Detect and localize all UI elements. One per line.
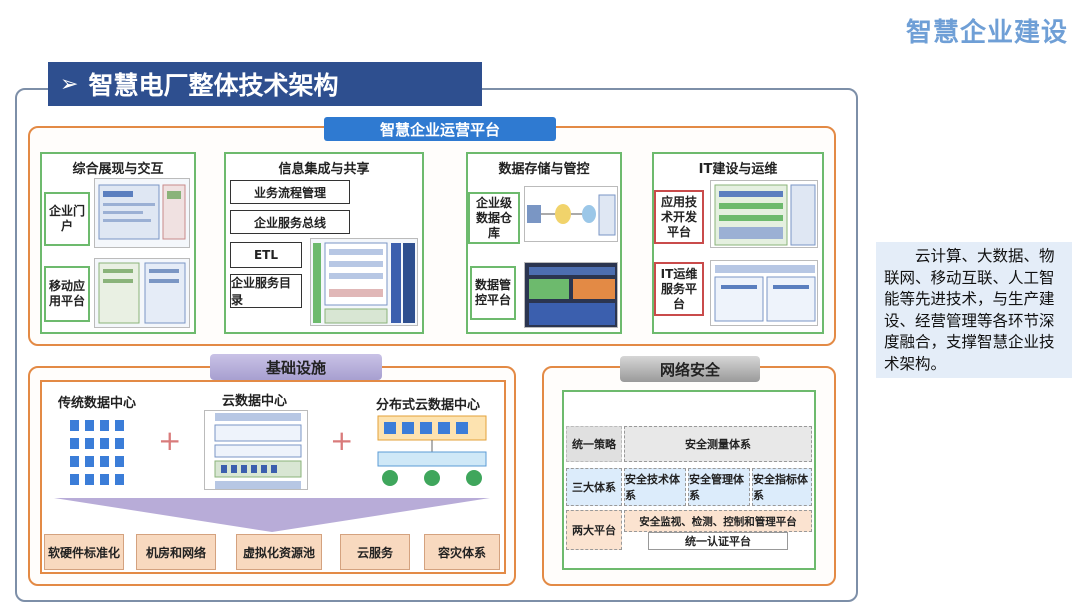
- cloud-dc-label: 云数据中心: [222, 394, 288, 409]
- mobile-app-platform: 移动应用平台: [44, 266, 90, 322]
- panel-title: 数据存储与管控: [498, 162, 590, 177]
- portal-screenshot: [94, 178, 190, 248]
- infra-item-virtualization: 虚拟化资源池: [236, 534, 322, 570]
- security-monitoring-platform: 安全监视、检测、控制和管理平台: [624, 510, 812, 532]
- infra-title: 基础设施: [210, 354, 382, 380]
- bpm-box: 业务流程管理: [230, 180, 350, 204]
- data-warehouse: 企业级数据仓库: [468, 192, 520, 244]
- plus-icon: +: [158, 424, 182, 457]
- security-row-label: 三大体系: [566, 468, 622, 506]
- page-title-text: 智慧电厂整体技术架构: [88, 71, 339, 100]
- traditional-dc-label: 传统数据中心: [58, 396, 137, 411]
- platform-title: 智慧企业运营平台: [324, 117, 556, 141]
- service-catalog-box: 企业服务目录: [230, 274, 302, 308]
- page-title: ➢ 智慧电厂整体技术架构: [48, 62, 482, 106]
- panel-title: 信息集成与共享: [278, 162, 370, 177]
- arrow-icon: ➢: [60, 71, 79, 97]
- security-measurement: 安全测量体系: [624, 426, 812, 462]
- data-governance-platform: 数据管控平台: [470, 266, 516, 320]
- integration-diagram: [310, 238, 418, 326]
- enterprise-portal: 企业门户: [44, 192, 90, 246]
- infra-funnel: [54, 498, 490, 534]
- infra-item-standardization: 软硬件标准化: [44, 534, 124, 570]
- distributed-dc-diagram: [376, 414, 488, 490]
- security-management: 安全管理体系: [688, 468, 750, 506]
- security-row-label: 两大平台: [566, 510, 622, 550]
- it-ops-platform: IT运维服务平台: [654, 262, 704, 316]
- security-tech: 安全技术体系: [624, 468, 686, 506]
- panel-title: 综合展现与交互: [72, 162, 164, 177]
- infra-item-disaster-recovery: 容灾体系: [424, 534, 500, 570]
- unified-auth-platform: 统一认证平台: [648, 532, 788, 550]
- security-row-label: 统一策略: [566, 426, 622, 462]
- governance-screenshot: [524, 262, 618, 328]
- infra-item-cloud-service: 云服务: [340, 534, 410, 570]
- esb-box: 企业服务总线: [230, 210, 350, 234]
- dev-platform-diagram: [710, 180, 818, 248]
- security-title: 网络安全: [620, 356, 760, 382]
- etl-box: ETL: [230, 242, 302, 268]
- ops-platform-diagram: [710, 260, 818, 326]
- app-dev-platform: 应用技术开发平台: [654, 190, 704, 244]
- security-index: 安全指标体系: [752, 468, 812, 506]
- traditional-dc-icon: [68, 418, 128, 488]
- cloud-dc-diagram: [204, 410, 308, 490]
- data-flow-diagram: [524, 186, 618, 242]
- panel-title: IT建设与运维: [698, 162, 778, 177]
- brand-title: 智慧企业建设: [905, 18, 1068, 48]
- mobile-screenshot: [94, 258, 190, 328]
- plus-icon: +: [330, 424, 354, 457]
- infra-item-network: 机房和网络: [136, 534, 216, 570]
- side-description: 云计算、大数据、物联网、移动互联、人工智能等先进技术，与生产建设、经营管理等各环…: [876, 242, 1072, 378]
- distributed-dc-label: 分布式云数据中心: [376, 398, 481, 413]
